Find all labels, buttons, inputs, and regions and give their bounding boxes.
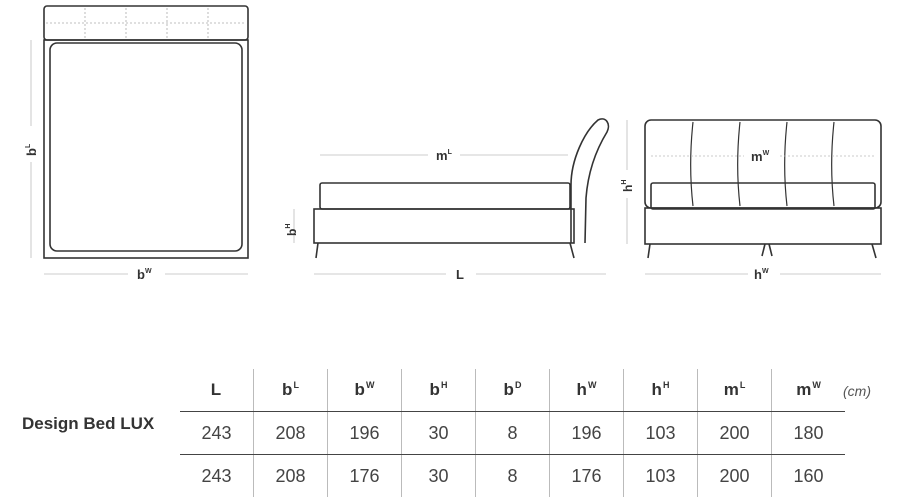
table-cell: 176 <box>549 454 624 497</box>
table-cell: 208 <box>253 454 328 497</box>
front-view-leg-right <box>871 243 877 259</box>
col-header-headboard-height: hH <box>623 369 698 412</box>
table-cell: 200 <box>697 454 772 497</box>
top-view-frame <box>43 39 249 259</box>
col-header-mattress-width: mW <box>771 369 845 412</box>
front-view-tufting <box>690 121 835 207</box>
side-view-leg-front <box>315 242 319 259</box>
side-view-frame <box>313 208 575 244</box>
unit-note: (cm) <box>843 383 871 399</box>
top-view-width-label: bW <box>137 267 152 282</box>
specs-table: L bL bW bH bD hW hH mL mW 243 208 196 30… <box>180 369 845 497</box>
table-cell: 243 <box>201 465 232 486</box>
side-view-leg-back <box>569 242 575 259</box>
col-header-length: L <box>180 369 254 412</box>
front-view-leg-inner-left <box>761 243 766 257</box>
specs-header-row: L bL bW bH bD hW hH mL mW <box>180 369 845 412</box>
side-view-headboard <box>570 118 610 244</box>
col-header-bed-length: bL <box>253 369 328 412</box>
side-view-length-label: L <box>456 267 464 282</box>
table-cell: 103 <box>623 454 698 497</box>
table-cell: 8 <box>475 454 550 497</box>
headboard-tufting <box>46 8 246 38</box>
table-cell: 196 <box>327 411 402 455</box>
table-cell: 208 <box>253 411 328 455</box>
col-header-mattress-length: mL <box>697 369 772 412</box>
table-cell: 176 <box>327 454 402 497</box>
top-view <box>30 5 249 275</box>
front-view-mattress-label: mW <box>751 149 770 164</box>
front-view-mattress <box>650 182 876 210</box>
top-view-mattress <box>49 42 243 252</box>
table-cell: 30 <box>401 454 476 497</box>
front-view-leg-inner-right <box>768 243 773 257</box>
table-row: 243 208 196 30 8 196 103 200 180 <box>180 411 845 455</box>
table-cell: 180 <box>771 411 845 455</box>
col-header-bed-height: bH <box>401 369 476 412</box>
col-header-headboard-width: hW <box>549 369 624 412</box>
front-view-frame <box>644 207 882 245</box>
front-view-headboard <box>644 119 882 209</box>
table-cell: 103 <box>623 411 698 455</box>
side-view <box>313 118 610 259</box>
front-view-width-label: hW <box>754 267 769 282</box>
table-cell: 8 <box>475 411 550 455</box>
front-view <box>644 119 882 259</box>
front-view-height-label: hH <box>621 180 635 192</box>
table-cell: 160 <box>771 454 845 497</box>
table-cell: 30 <box>401 411 476 455</box>
product-name: Design Bed LUX <box>22 414 155 433</box>
top-view-height-label: bL <box>24 143 39 156</box>
side-view-mattress-label: mL <box>436 148 453 163</box>
technical-drawing: bL bW bH mL L <box>24 5 882 282</box>
front-view-leg-left <box>647 243 651 259</box>
col-header-bed-depth: bD <box>475 369 550 412</box>
col-header-bed-width: bW <box>327 369 402 412</box>
side-view-mattress <box>319 182 571 210</box>
table-cell: 243 <box>180 411 254 455</box>
table-cell: 200 <box>697 411 772 455</box>
table-row: 243 208 176 30 8 176 103 200 160 <box>180 454 845 497</box>
table-cell: 196 <box>549 411 624 455</box>
side-view-height-label: bH <box>285 224 299 236</box>
